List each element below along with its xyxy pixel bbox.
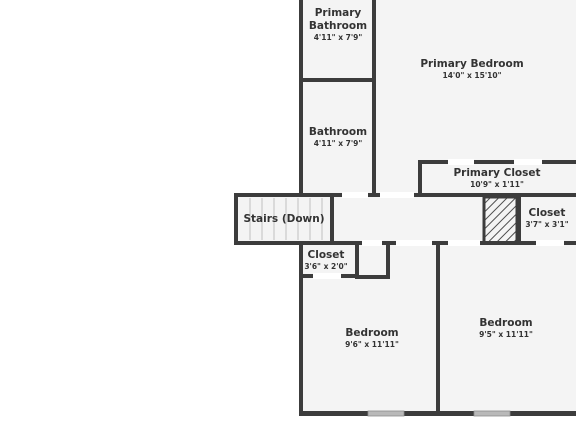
room-dimensions-bedroom-right: 9'5" x 11'11" xyxy=(479,330,533,339)
hatched-shaft xyxy=(482,195,519,245)
room-name-bathroom: Bathroom xyxy=(309,126,367,138)
room-name-stairs: Stairs (Down) xyxy=(243,213,324,225)
room-name-bedroom-right: Bedroom xyxy=(479,317,532,329)
room-dimensions-primary-closet: 10'9" x 1'11" xyxy=(470,180,524,189)
room-name-bedroom-left: Bedroom xyxy=(345,327,398,339)
room-dimensions-closet-small: 3'6" x 2'0" xyxy=(304,262,347,271)
room-dimensions-primary-bathroom: 4'11" x 7'9" xyxy=(314,33,363,42)
room-name-closet-hall: Closet xyxy=(529,207,566,219)
room-name-primary-closet: Primary Closet xyxy=(453,167,540,179)
room-dimensions-closet-hall: 3'7" x 3'1" xyxy=(525,220,568,229)
floor-areas xyxy=(236,0,576,415)
room-dimensions-bathroom: 4'11" x 7'9" xyxy=(314,139,363,148)
room-name-closet-small: Closet xyxy=(308,249,345,261)
room-name-primary-bathroom: Bathroom xyxy=(309,20,367,32)
room-name-primary-bathroom: Primary xyxy=(315,7,362,19)
room-dimensions-bedroom-left: 9'6" x 11'11" xyxy=(345,340,399,349)
windows xyxy=(367,410,511,417)
stair-treads xyxy=(249,198,323,240)
room-dimensions-primary-bedroom: 14'0" x 15'10" xyxy=(443,71,502,80)
room-name-primary-bedroom: Primary Bedroom xyxy=(420,58,523,70)
door-openings xyxy=(313,159,564,279)
